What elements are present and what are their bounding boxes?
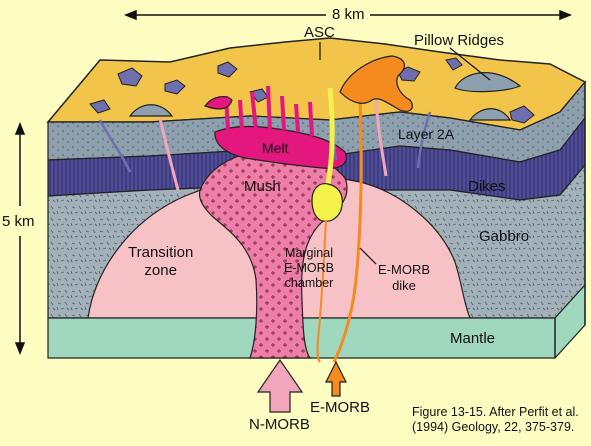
e-morb-label: E-MORB: [310, 399, 370, 416]
caption-line-1: Figure 13-15. After Perfit et al.: [412, 405, 579, 419]
melt-lens: [214, 125, 347, 169]
emorb-marginal-chamber: [311, 183, 343, 222]
melt-dike-feeders: [224, 85, 314, 137]
pillow-ridge-far-right: [468, 108, 512, 121]
pillow-ridge-left: [128, 104, 174, 117]
emorb-dike-body: [332, 99, 363, 363]
pink-dike-line: [158, 99, 388, 191]
pillow-ridges-label: Pillow Ridges: [414, 32, 505, 49]
e-morb-arrow: [325, 360, 347, 397]
emorb-dike-line-1: E-MORB: [378, 262, 430, 277]
dikes-label: Dikes: [468, 178, 506, 195]
figure-caption: Figure 13-15. After Perfit et al. (1994)…: [412, 405, 588, 435]
gabbro-label: Gabbro: [479, 228, 530, 245]
horizontal-scale-label: 8 km: [332, 6, 365, 23]
block-right-edge: [554, 82, 586, 358]
horizontal-scale-arrow: [123, 9, 573, 21]
pillow-ridge-right: [454, 72, 522, 93]
mush-label: Mush: [244, 178, 281, 195]
melt-label: Melt: [262, 140, 289, 156]
marginal-chamber-line-2: E-MORB: [284, 261, 334, 275]
n-morb-arrow: [256, 358, 304, 413]
emorb-dike-line-2: dike: [392, 278, 416, 293]
pillow-ridges-leader-line: [449, 47, 491, 81]
marginal-chamber-line-1: Marginal: [285, 246, 333, 260]
vertical-scale-arrow: [14, 121, 26, 356]
asc-label: ASC: [304, 24, 335, 41]
marginal-chamber-line-3: chamber: [284, 276, 334, 290]
transition-zone-line-1: Transition: [128, 244, 194, 261]
layer-2a-label: Layer 2A: [398, 126, 455, 142]
transition-zone-label: Transition zone: [128, 244, 193, 280]
mantle-label: Mantle: [450, 330, 496, 347]
transition-zone-line-2: zone: [144, 262, 177, 279]
marginal-chamber-label: Marginal E-MORB chamber: [284, 246, 334, 291]
asc-lava-pink: [204, 96, 233, 110]
caption-line-2: (1994) Geology, 22, 375-379.: [412, 420, 575, 434]
emorb-chamber-conduit: [316, 219, 327, 363]
emorb-surface-flow: [339, 55, 413, 112]
vertical-scale-label: 5 km: [2, 213, 35, 230]
n-morb-label: N-MORB: [249, 416, 310, 433]
emorb-dike-leader-line: [359, 247, 377, 265]
emorb-dike-label: E-MORB dike: [378, 262, 430, 294]
